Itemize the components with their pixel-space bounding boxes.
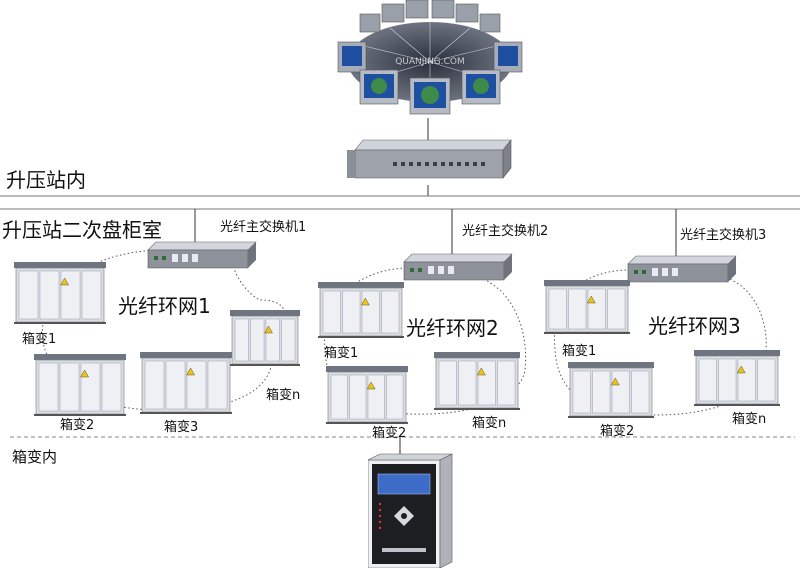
box-transformer-icon [434,352,520,410]
cabinet-r2-2 [326,366,408,424]
fiber-switch-1 [142,240,260,272]
box-transformer-icon [14,262,106,324]
box-label-r3-n: 箱变n [732,412,767,427]
ring-label-2: 光纤环网2 [406,316,499,340]
box-label-r2-2: 箱变2 [372,426,407,441]
station-rack-switch [343,138,515,186]
rack-switch-icon [347,139,512,179]
switch-icon [147,241,257,269]
box-label-r1-3: 箱变3 [164,420,199,435]
box-transformer-icon [694,350,780,406]
switch-icon [403,253,513,281]
fiber-switch-3 [622,254,740,286]
switch-label-2: 光纤主交换机2 [462,224,549,239]
box-label-r1-1: 箱变1 [22,332,57,347]
cabinet-r1-2 [34,354,126,416]
watermark-text: QUANJING.COM [395,57,465,67]
box-transformer-icon [230,310,300,366]
cabinet-r3-1 [544,280,630,334]
cabinet-r1-3 [140,352,232,414]
cabinet-r1-n [230,310,300,366]
box-transformer-icon [326,366,408,424]
protection-device-icon [368,453,453,568]
box-label-r3-2: 箱变2 [600,424,635,439]
box-label-r3-1: 箱变1 [562,344,597,359]
ring-label-3: 光纤环网3 [648,314,741,338]
box-transformer-icon [318,282,404,338]
box-transformer-icon [140,352,232,414]
box-label-r2-n: 箱变n [472,416,507,431]
cabinet-r2-1 [318,282,404,338]
box-transformer-icon [568,362,654,418]
section-station-inner: 升压站内 [6,168,86,192]
box-label-r1-2: 箱变2 [60,418,95,433]
section-box-inner: 箱变内 [12,448,58,466]
switch-label-3: 光纤主交换机3 [680,228,767,243]
box-label-r1-n: 箱变n [266,388,301,403]
cabinet-r1-1 [14,262,106,324]
cabinet-r3-2 [568,362,654,418]
switch-label-1: 光纤主交换机1 [220,220,307,235]
protection-device [368,452,454,568]
box-transformer-icon [34,354,126,416]
section-secondary-room: 升压站二次盘柜室 [2,218,162,242]
switch-icon [627,255,737,283]
box-label-r2-1: 箱变1 [324,346,359,361]
box-transformer-icon [544,280,630,334]
fiber-switch-2 [398,252,516,284]
monitor-ring-icon: QUANJING.COM [337,0,523,115]
monitoring-center: QUANJING.COM [330,0,530,122]
ring-label-1: 光纤环网1 [118,294,211,318]
cabinet-r3-n [694,350,780,406]
cabinet-r2-n [434,352,520,410]
